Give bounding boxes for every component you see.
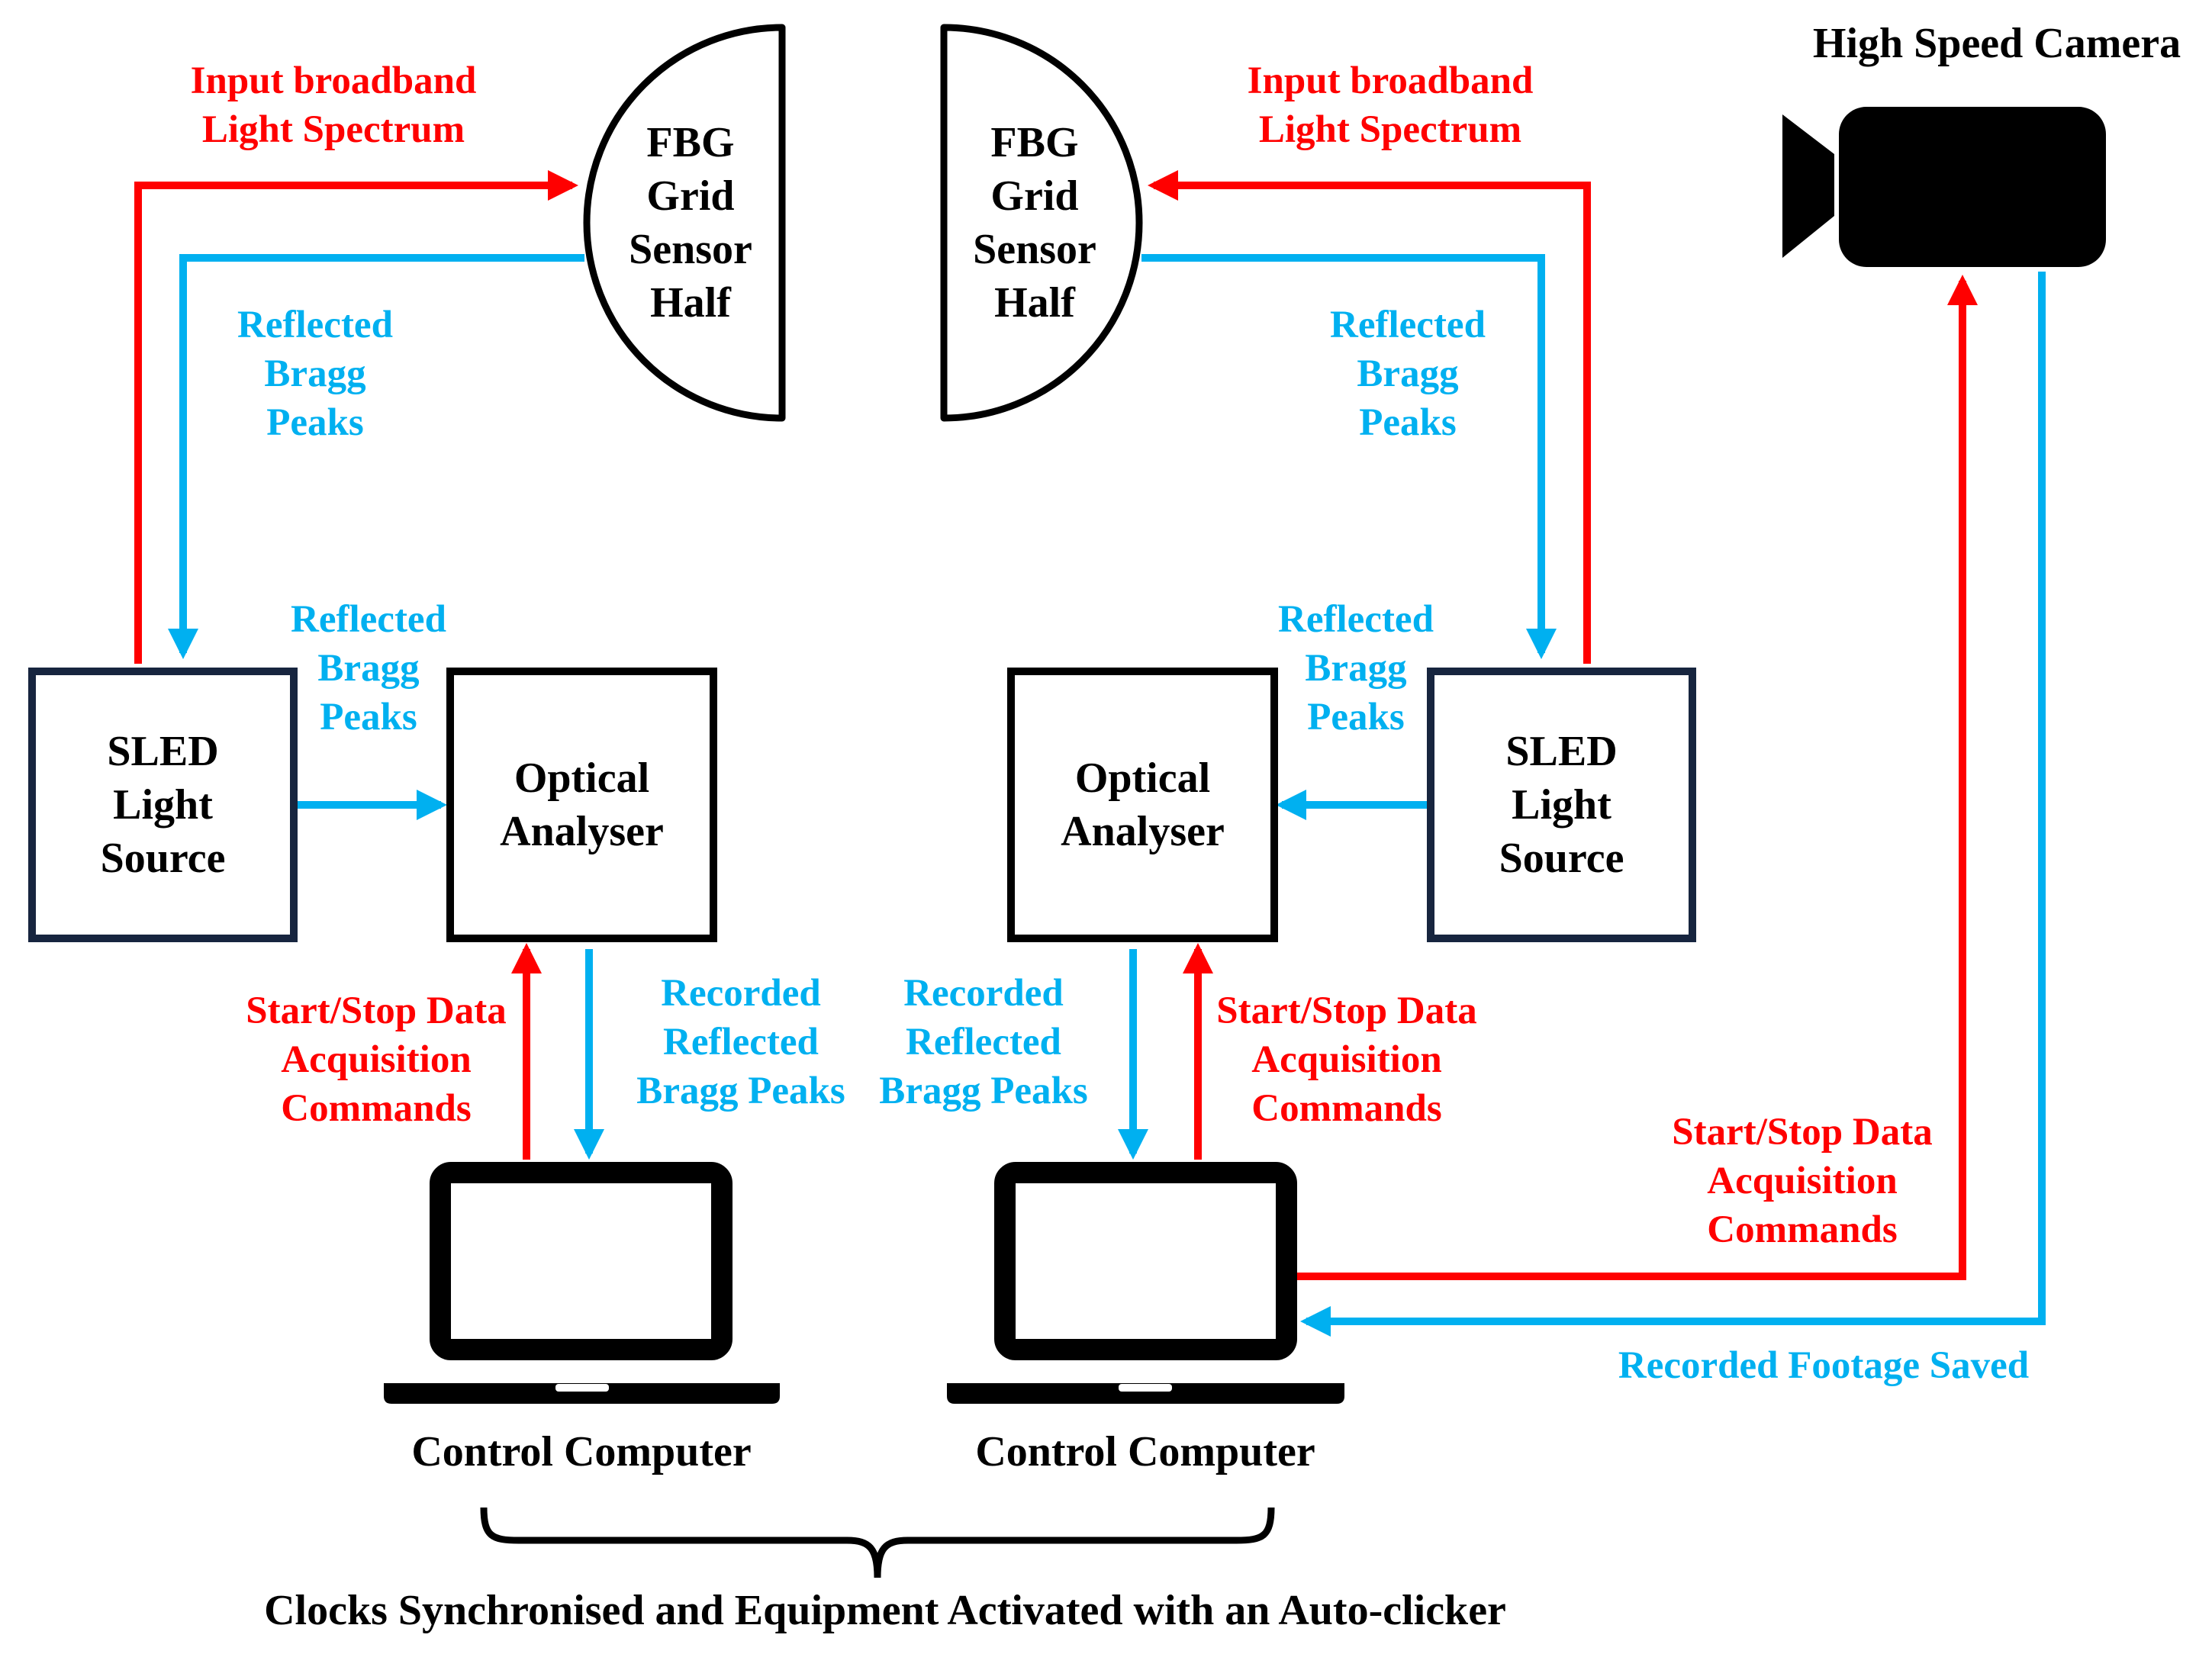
fbg-sensor-left-shape (583, 24, 786, 422)
footer-caption: Clocks Synchronised and Equipment Activa… (264, 1587, 1506, 1634)
label-footage-saved: Recorded Footage Saved (1618, 1344, 2030, 1387)
video-camera-icon (1782, 107, 2106, 267)
control-computer-right-label: Control Computer (975, 1428, 1315, 1475)
arrow-input-right (1148, 170, 1591, 664)
fbg-sensor-right-shape (940, 24, 1143, 422)
camera-title: High Speed Camera (1812, 20, 2181, 67)
arrow-commands-camera (1296, 275, 1978, 1280)
laptop-icon (947, 1162, 1344, 1404)
arrow-reflected-top-left (168, 254, 584, 659)
arrow-footage-saved (1300, 272, 2046, 1337)
arrow-input-left (134, 170, 578, 664)
bracket-brace (480, 1507, 1275, 1578)
arrow-reflected-top-right (1141, 254, 1557, 659)
laptop-icon (384, 1162, 780, 1404)
control-computer-left-label: Control Computer (411, 1428, 752, 1475)
